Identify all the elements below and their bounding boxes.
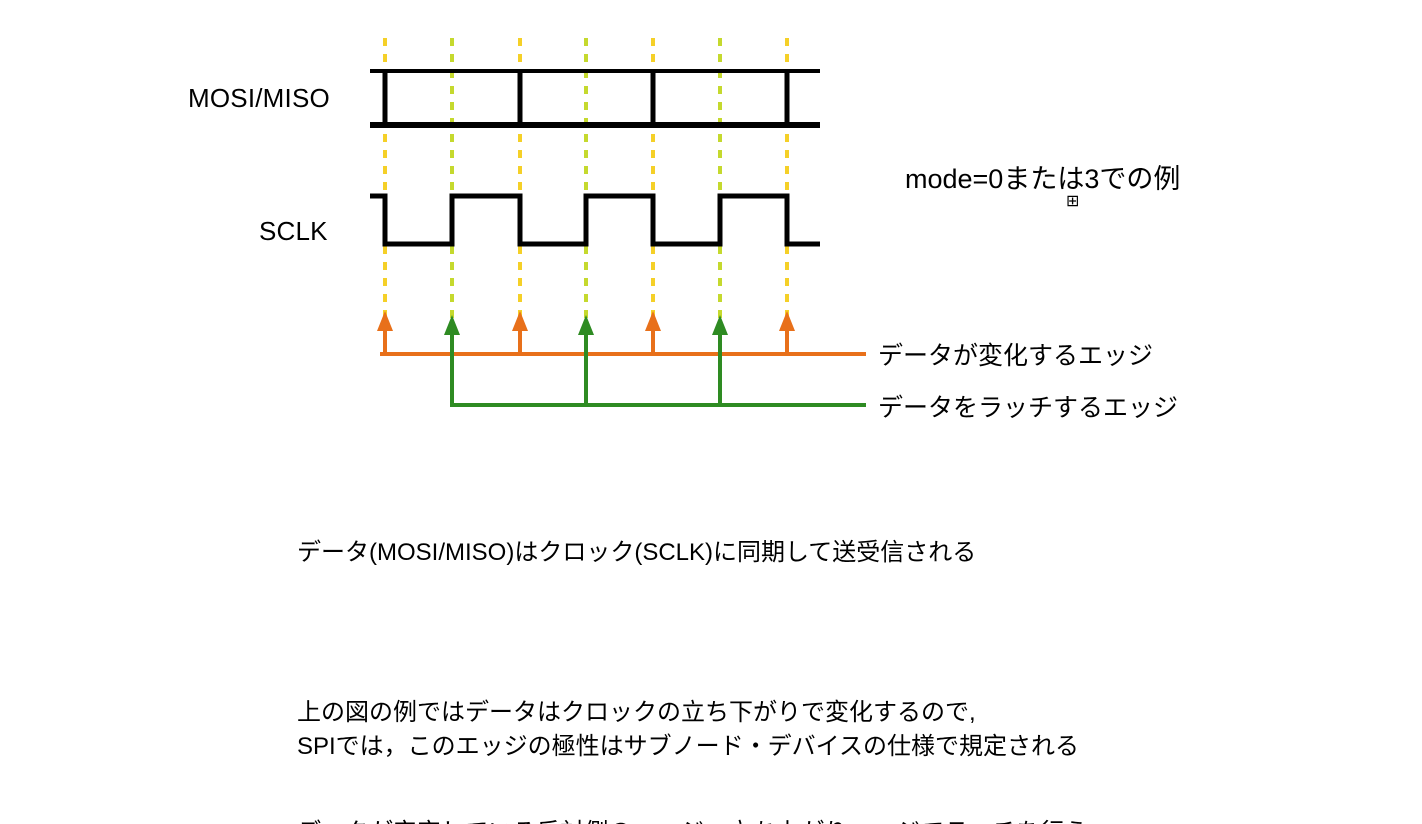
change-edge-arrowhead-2 [512,311,528,331]
gridline-group [383,38,789,318]
note-paragraph-3: SPIでは，このエッジの極性はサブノード・デバイスの仕様で規定される [297,733,1079,760]
mosi-miso-waveform [370,69,820,128]
latch-edge-arrowhead-3 [712,315,728,335]
latch-edge-markers [444,315,866,407]
mode-note: mode=0または3での例 [905,164,1181,194]
crosshair-cursor-icon: ⊞ [1066,193,1080,210]
sclk-waveform [370,193,820,247]
change-edge-arrowhead-3 [645,311,661,331]
change-edge-arrowhead-4 [779,311,795,331]
latch-edge-arrowhead-1 [444,315,460,335]
legend-change-edge-label: データが変化するエッジ [878,342,1154,370]
sclk-trace [370,193,820,247]
legend-latch-edge-label: データをラッチするエッジ [878,394,1179,422]
note-paragraph-1: データ(MOSI/MISO)はクロック(SCLK)に同期して送受信される [297,539,977,566]
signal-label-sclk: SCLK [259,216,328,246]
note-paragraph-2: 上の図の例ではデータはクロックの立ち下がりで変化するので, データが安定している… [297,613,1088,824]
signal-label-mosi-miso: MOSI/MISO [188,83,330,113]
note-paragraph-2-line-2: データが安定している反対側のエッジ：立ち上がりエッジでラッチを行う [297,813,1088,824]
change-edge-arrowhead-1 [377,311,393,331]
change-edge-markers [377,311,866,356]
latch-edge-arrowhead-2 [578,315,594,335]
note-paragraph-2-line-1: 上の図の例ではデータはクロックの立ち下がりで変化するので, [297,699,976,726]
